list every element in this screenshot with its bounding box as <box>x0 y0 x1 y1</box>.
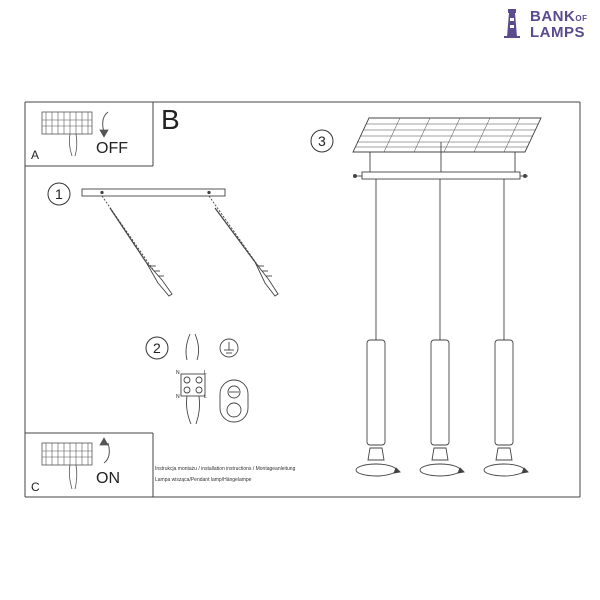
pendant-lamp-illustration <box>352 117 542 477</box>
panel-b-letter: B <box>161 104 180 135</box>
logo-line-1: BANKOF <box>530 8 588 25</box>
mounting-bar-illustration <box>81 188 279 297</box>
logo-line-1-small: OF <box>575 14 588 23</box>
panel-c-letter: C <box>31 480 40 494</box>
step-1-number: 1 <box>55 186 63 202</box>
breaker-off-illustration <box>41 111 109 157</box>
wiring-illustration <box>180 333 249 425</box>
brand-logo: BANKOF LAMPS <box>500 5 600 41</box>
lighthouse-icon <box>504 9 520 38</box>
step-2-circle <box>145 336 169 360</box>
logo-line-2: LAMPS <box>530 24 585 41</box>
wire-n-label-bottom: N <box>176 394 180 400</box>
breaker-on-illustration <box>41 437 110 490</box>
caption-line-2: Lampa wisząca/Pendant lamp/Hängelampe <box>155 477 252 483</box>
step-3-number: 3 <box>318 133 326 149</box>
panel-a-action: OFF <box>96 140 128 157</box>
step-3-circle <box>310 129 334 153</box>
wire-n-label-top: N <box>176 370 180 376</box>
panel-c-action: ON <box>96 470 120 487</box>
wire-l-label-bottom: L <box>204 394 207 400</box>
step-1-circle <box>47 182 71 206</box>
step-2-number: 2 <box>153 340 161 356</box>
caption-line-1: Instrukcja montażu / installation instru… <box>155 466 296 472</box>
panel-a-letter: A <box>31 148 40 162</box>
wire-l-label-top: L <box>204 370 207 376</box>
